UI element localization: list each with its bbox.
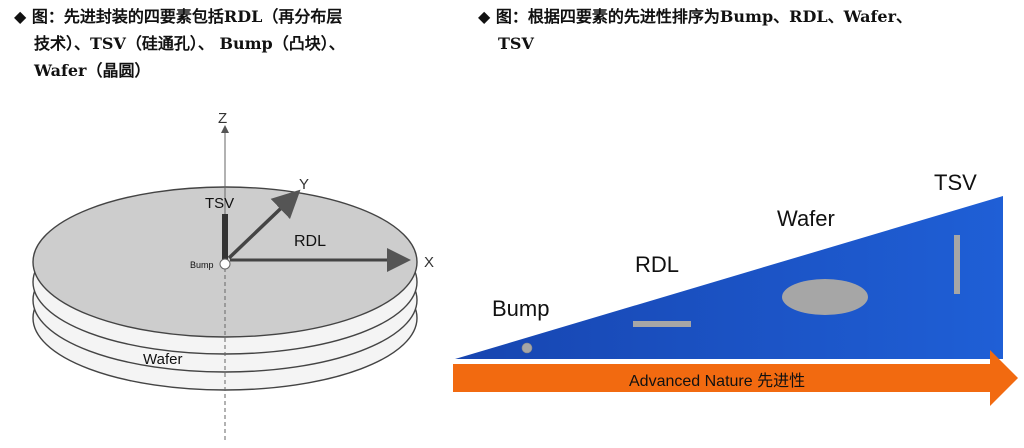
right-caption-line-2: TSV bbox=[498, 34, 534, 53]
right-figure-caption: ◆ 图：根据四要素的先进性排序为Bump、RDL、Wafer、 TSV bbox=[478, 3, 1018, 57]
arrow-label: Advanced Nature 先进性 bbox=[629, 372, 805, 390]
advancement-wedge bbox=[455, 196, 1003, 359]
bump-dot bbox=[219, 258, 231, 270]
tsv-label: TSV bbox=[934, 170, 977, 195]
y-axis-label: Y bbox=[299, 176, 309, 193]
bullet-icon: ◆ bbox=[478, 7, 491, 26]
bump-label: Bump bbox=[492, 296, 549, 321]
y-axis bbox=[227, 189, 301, 260]
wafer-label: Wafer bbox=[777, 206, 835, 231]
bullet-icon: ◆ bbox=[14, 7, 27, 26]
left-caption-line-2: 技术）、TSV（硅通孔）、 Bump（凸块）、 bbox=[34, 34, 345, 53]
x-axis-label: X bbox=[424, 254, 434, 271]
tsv-element bbox=[954, 235, 960, 294]
bump-element bbox=[521, 342, 533, 354]
left-figure-caption: ◆ 图：先进封装的四要素包括RDL（再分布层 技术）、TSV（硅通孔）、 Bum… bbox=[14, 3, 464, 84]
z-axis-label: Z bbox=[218, 110, 227, 127]
left-caption-line-3: Wafer（晶圆） bbox=[34, 61, 151, 80]
left-caption-line-1: 图：先进封装的四要素包括RDL（再分布层 bbox=[31, 7, 343, 26]
rdl-element bbox=[633, 321, 691, 327]
right-caption-line-1: 图：根据四要素的先进性排序为Bump、RDL、Wafer、 bbox=[495, 7, 913, 26]
advanced-nature-arrow bbox=[453, 350, 1018, 406]
rdl-label: RDL bbox=[294, 233, 326, 250]
tsv-label: TSV bbox=[205, 195, 234, 212]
bump-label: Bump bbox=[190, 260, 214, 270]
rdl-label: RDL bbox=[635, 252, 679, 277]
tsv-bar bbox=[222, 214, 228, 262]
wafer-label: Wafer bbox=[143, 351, 182, 368]
wafer-element bbox=[782, 279, 868, 315]
